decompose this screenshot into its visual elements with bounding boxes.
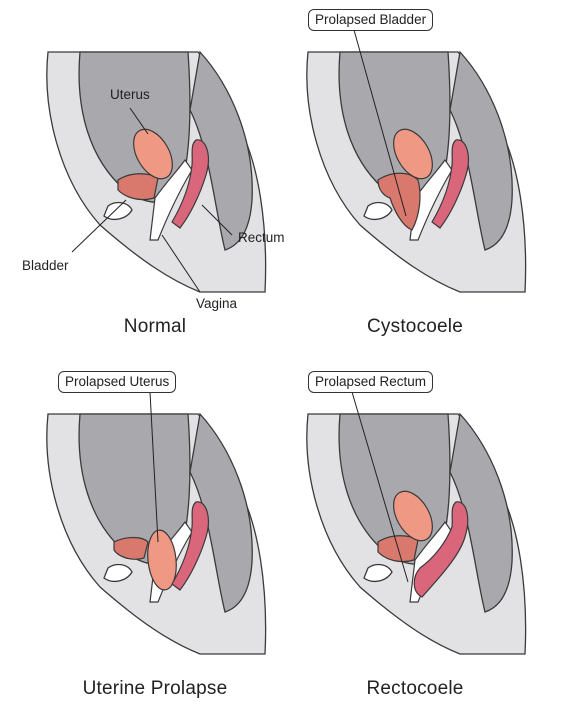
- vagina-leader: [161, 234, 201, 293]
- callout-leader: [351, 391, 409, 583]
- bladder-organ: [377, 172, 421, 231]
- rectocoele-anatomy-illustration: [306, 391, 527, 655]
- rectum-organ: [171, 501, 209, 591]
- uterus-organ: [147, 529, 177, 591]
- rectum-organ: [413, 501, 469, 598]
- label-uterus: Uterus: [110, 87, 150, 102]
- pubic-bone: [363, 201, 393, 221]
- rectum-organ: [171, 139, 209, 229]
- pubic-bone: [103, 201, 133, 221]
- bladder-organ: [113, 536, 149, 560]
- callout-prolapsed-bladder: Prolapsed Bladder: [308, 9, 434, 31]
- uterus-organ: [393, 490, 433, 542]
- panel-normal: Uterus Bladder Rectum Vagina Normal: [22, 30, 285, 340]
- callout-prolapsed-rectum: Prolapsed Rectum: [308, 371, 434, 393]
- uterine-prolapse-anatomy-illustration: [46, 391, 267, 655]
- callout-leader: [353, 29, 407, 217]
- rectum-organ: [431, 139, 469, 229]
- cystocoele-anatomy-illustration: [306, 29, 527, 293]
- label-vagina: Vagina: [196, 296, 238, 311]
- pubic-bone: [363, 563, 393, 583]
- bladder-leader: [71, 199, 127, 253]
- caption-normal: Normal: [123, 316, 187, 337]
- label-rectum: Rectum: [238, 230, 285, 245]
- label-bladder: Bladder: [22, 258, 69, 273]
- panel-rectocoele: Prolapsed Rectum Rectocoele: [290, 371, 540, 702]
- caption-cystocoele: Cystocoele: [367, 316, 463, 337]
- uterus-organ: [393, 128, 433, 180]
- pubic-bone: [103, 563, 133, 583]
- uterus-organ: [133, 128, 173, 180]
- bladder-organ: [117, 173, 159, 201]
- normal-anatomy-illustration: [46, 50, 267, 293]
- panel-cystocoele: Prolapsed Bladder Cystocoele: [290, 9, 540, 340]
- callout-leader: [149, 391, 159, 543]
- rectum-leader: [201, 204, 233, 236]
- panel-uterine-prolapse: Prolapsed Uterus Uterine Prolapse: [30, 371, 280, 702]
- callout-prolapsed-uterus: Prolapsed Uterus: [58, 371, 177, 393]
- uterus-leader: [129, 107, 149, 135]
- caption-rectocoele: Rectocoele: [366, 678, 464, 699]
- caption-uterine-prolapse: Uterine Prolapse: [82, 678, 228, 699]
